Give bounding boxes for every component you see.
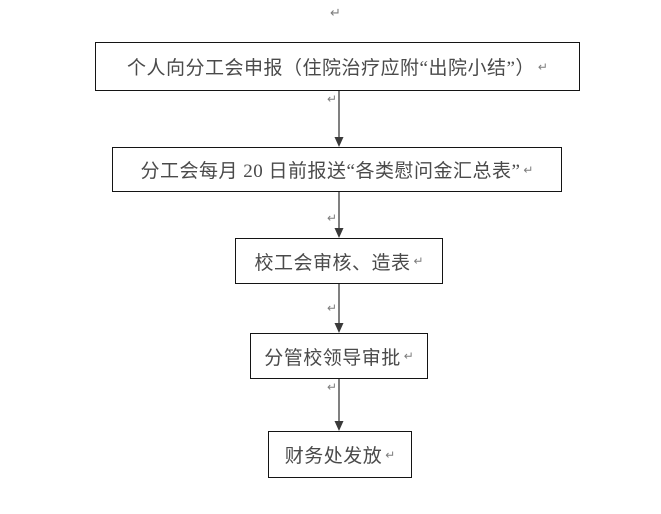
flow-node-label: 财务处发放 <box>284 446 383 467</box>
flow-node-monthly-report[interactable]: 分工会每月 20 日前报送“各类慰问金汇总表” ↵ <box>112 147 562 192</box>
paragraph-mark-icon: ↵ <box>327 380 338 394</box>
connector-arrow-3: ↵ <box>327 284 349 333</box>
arrow-down-icon <box>334 379 344 431</box>
connector-arrow-1: ↵ <box>327 91 349 147</box>
flow-node-label: 校工会审核、造表 <box>254 252 411 274</box>
arrow-down-icon <box>334 91 344 147</box>
flow-node-application[interactable]: 个人向分工会申报（住院治疗应附“出院小结”） ↵ <box>95 42 580 91</box>
paragraph-mark-icon: ↵ <box>413 254 424 268</box>
flow-node-label: 分管校领导审批 <box>264 347 401 369</box>
connector-arrow-4: ↵ <box>327 379 349 431</box>
paragraph-mark-icon: ↵ <box>537 59 548 74</box>
flow-node-union-review[interactable]: 校工会审核、造表 ↵ <box>235 238 443 284</box>
paragraph-mark-icon: ↵ <box>385 447 396 462</box>
flow-node-leader-approval[interactable]: 分管校领导审批 ↵ <box>250 333 428 379</box>
flow-node-label: 分工会每月 20 日前报送“各类慰问金汇总表” <box>140 161 521 182</box>
paragraph-mark-icon: ↵ <box>403 349 414 363</box>
paragraph-mark-icon: ↵ <box>327 92 338 106</box>
paragraph-mark-icon: ↵ <box>327 301 338 315</box>
flow-node-label: 个人向分工会申报（住院治疗应附“出院小结”） <box>127 58 535 79</box>
connector-arrow-2: ↵ <box>327 192 349 238</box>
flow-node-finance-disbursement[interactable]: 财务处发放 ↵ <box>268 431 412 478</box>
paragraph-mark-top: ↵ <box>330 5 341 20</box>
arrow-down-icon <box>334 284 344 333</box>
paragraph-mark-icon: ↵ <box>327 211 338 225</box>
paragraph-mark-icon: ↵ <box>523 162 534 177</box>
arrow-down-icon <box>334 192 344 238</box>
